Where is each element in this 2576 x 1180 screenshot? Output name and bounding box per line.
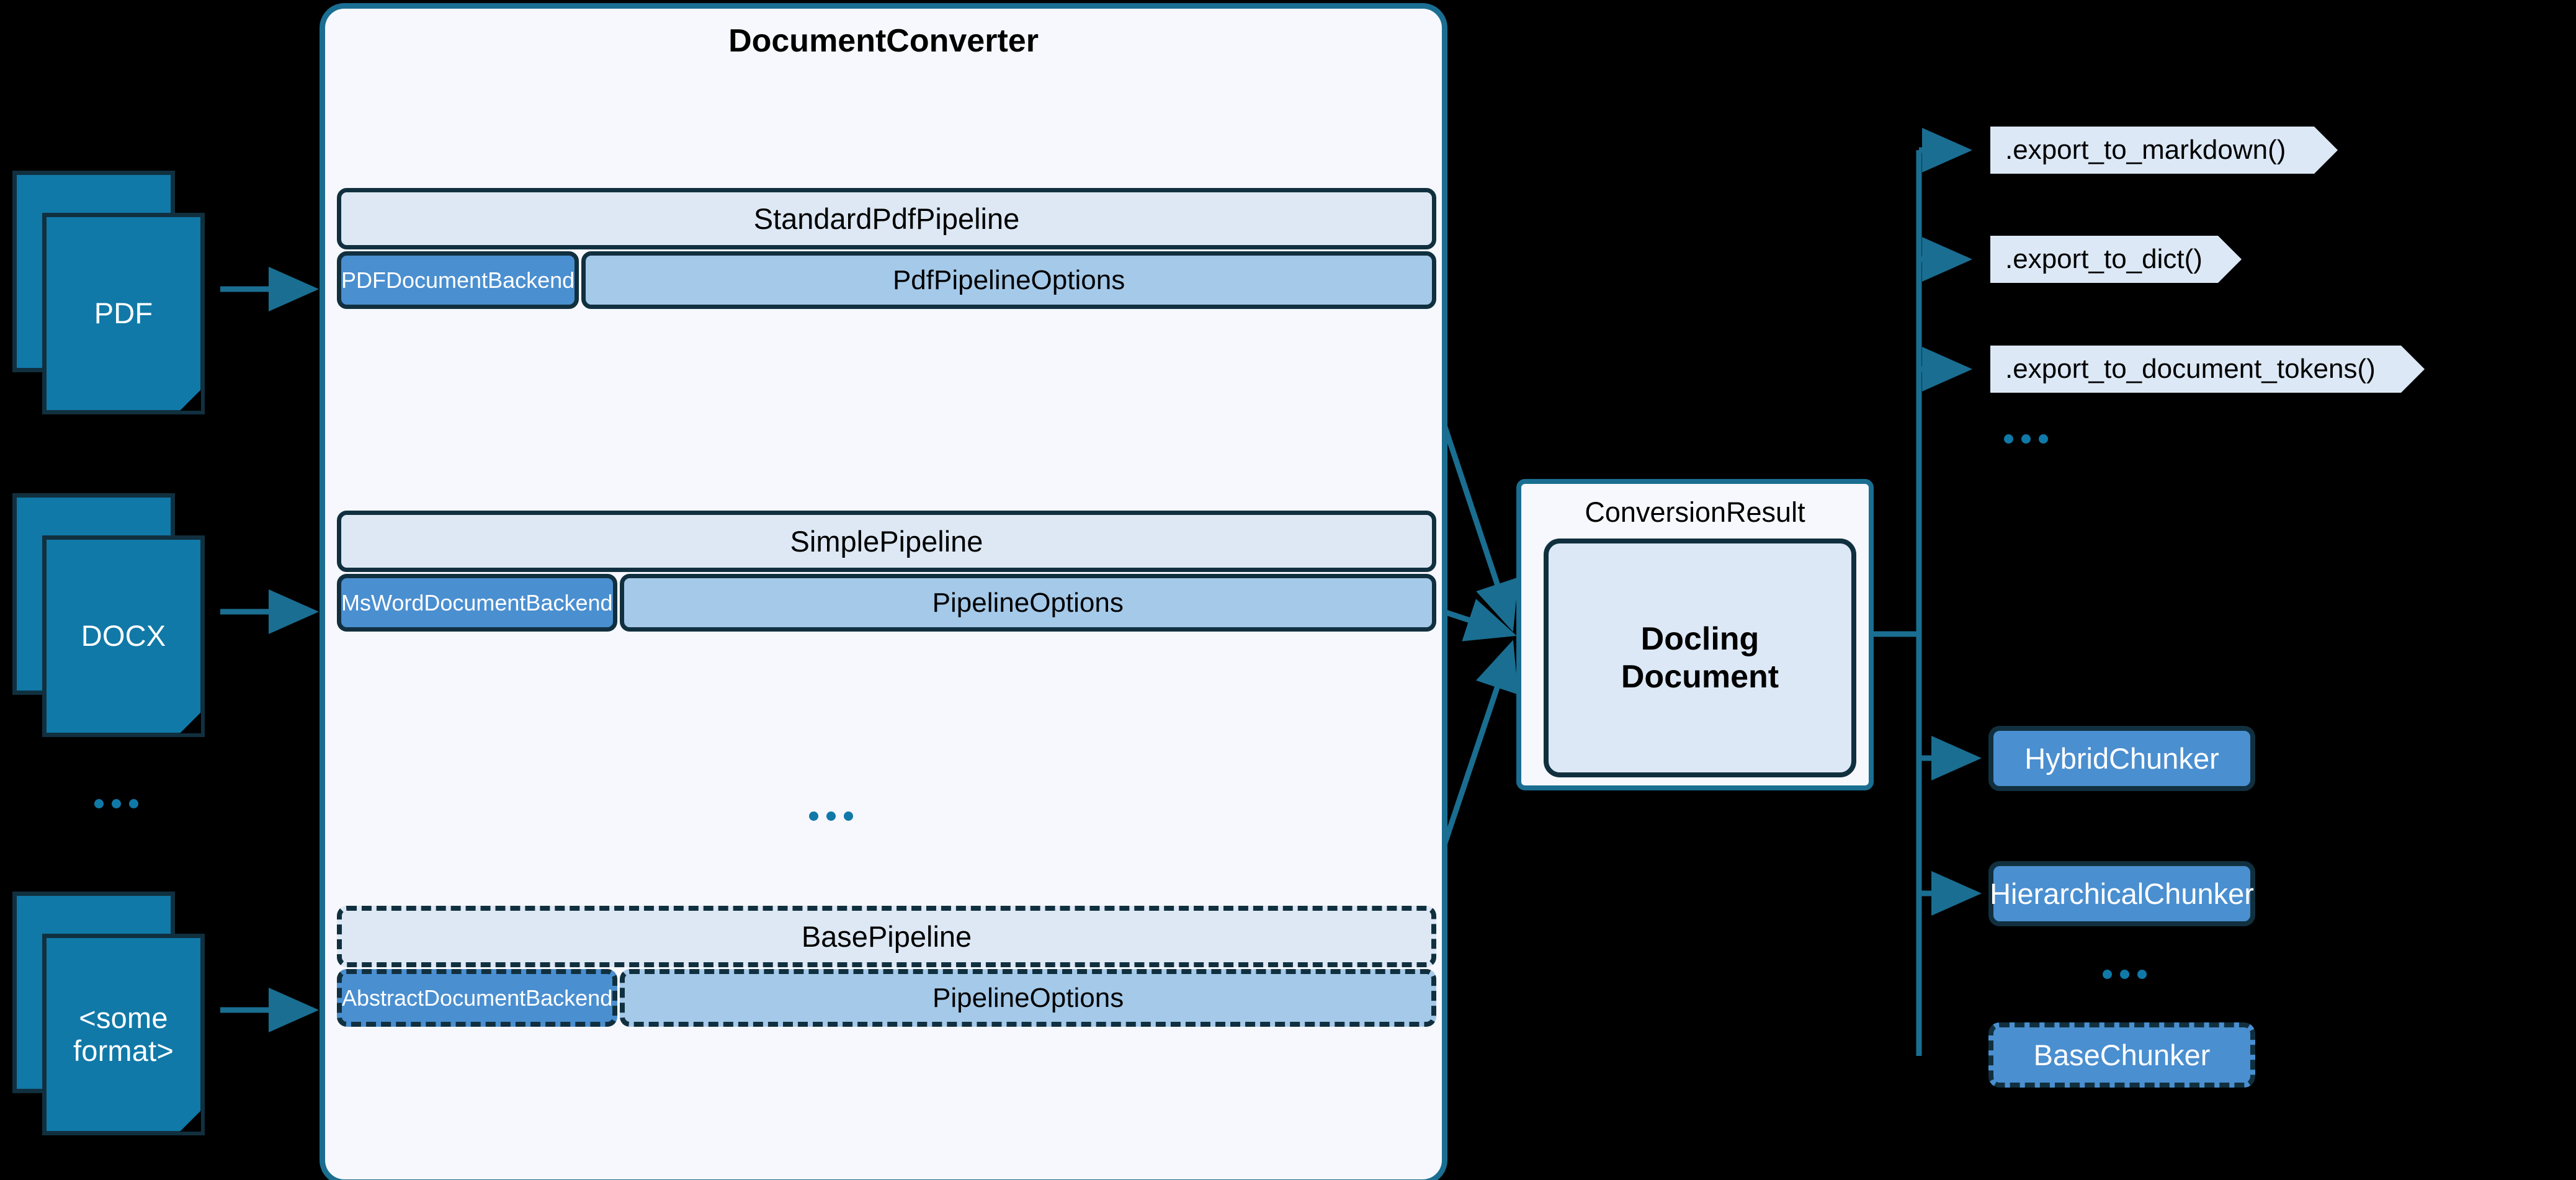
- conversion-result-container: ConversionResult Docling Document: [1516, 479, 1874, 790]
- docling-document-line1: Docling: [1640, 621, 1760, 658]
- pipeline-standardpdfpipeline[interactable]: StandardPdfPipeline PDFDocumentBackend P…: [337, 188, 1436, 309]
- dot-3: [2137, 970, 2147, 979]
- export-to-dict-button[interactable]: .export_to_dict(): [1990, 236, 2242, 283]
- input-icon-docx[interactable]: DOCX: [12, 493, 223, 741]
- dot-2: [112, 799, 121, 808]
- export-to-markdown-button[interactable]: .export_to_markdown(): [1990, 127, 2338, 174]
- exports-ellipsis: [2004, 434, 2048, 444]
- pipeline-header-basepipeline[interactable]: BasePipeline: [337, 906, 1436, 967]
- backend-msworddocumentbackend[interactable]: MsWordDocumentBackend: [337, 574, 617, 632]
- pipeline-ellipsis: [809, 811, 853, 821]
- options-pipelineoptions[interactable]: PipelineOptions: [619, 574, 1436, 632]
- export-to-document-tokens-button[interactable]: .export_to_document_tokens(): [1990, 346, 2425, 393]
- pipeline-row: MsWordDocumentBackend PipelineOptions: [337, 574, 1436, 632]
- input-icon-some-format[interactable]: <some format>: [12, 892, 223, 1140]
- chunker-basechunker[interactable]: BaseChunker: [1988, 1022, 2255, 1088]
- pipeline-basepipeline[interactable]: BasePipeline AbstractDocumentBackend Pip…: [337, 906, 1436, 1027]
- chunkers-ellipsis: [2103, 970, 2147, 979]
- page-title: DocumentConverter: [728, 23, 1039, 59]
- dot-2: [2120, 970, 2129, 979]
- dot-3: [844, 811, 853, 821]
- pipeline-header-simplepipeline[interactable]: SimplePipeline: [337, 511, 1436, 572]
- page-fold-inner-icon: [180, 1111, 201, 1132]
- dot-1: [94, 799, 104, 808]
- chunker-hierarchicalchunker[interactable]: HierarchicalChunker: [1988, 861, 2255, 926]
- pipeline-row: PDFDocumentBackend PdfPipelineOptions: [337, 251, 1436, 309]
- document-front-sheet: <some format>: [42, 934, 205, 1135]
- dot-2: [2021, 434, 2031, 444]
- docling-document-box[interactable]: Docling Document: [1544, 539, 1856, 777]
- options-pipelineoptions-base[interactable]: PipelineOptions: [620, 969, 1436, 1027]
- backend-abstractdocumentbackend[interactable]: AbstractDocumentBackend: [337, 969, 618, 1027]
- document-converter-container: DocumentConverter StandardPdfPipeline PD…: [320, 3, 1447, 1180]
- options-pdfpipelineoptions[interactable]: PdfPipelineOptions: [581, 251, 1436, 309]
- input-label-pdf: PDF: [94, 297, 153, 330]
- pipeline-row: AbstractDocumentBackend PipelineOptions: [337, 969, 1436, 1027]
- chunker-hybridchunker[interactable]: HybridChunker: [1988, 726, 2255, 791]
- dot-1: [809, 811, 818, 821]
- backend-pdfdocumentbackend[interactable]: PDFDocumentBackend: [337, 251, 579, 309]
- dot-3: [129, 799, 138, 808]
- input-label-docx: DOCX: [81, 619, 166, 653]
- input-icon-pdf[interactable]: PDF: [12, 171, 223, 419]
- input-ellipsis: [94, 799, 138, 808]
- document-front-sheet: DOCX: [42, 535, 205, 737]
- dot-3: [2039, 434, 2048, 444]
- input-label-some-format: <some format>: [73, 1001, 174, 1067]
- pipeline-simplepipeline[interactable]: SimplePipeline MsWordDocumentBackend Pip…: [337, 511, 1436, 632]
- document-front-sheet: PDF: [42, 213, 205, 414]
- dot-1: [2004, 434, 2013, 444]
- dot-1: [2103, 970, 2112, 979]
- pipeline-header-standardpdfpipeline[interactable]: StandardPdfPipeline: [337, 188, 1436, 249]
- conversion-result-title: ConversionResult: [1585, 496, 1805, 528]
- docling-document-line2: Document: [1621, 658, 1779, 695]
- page-fold-inner-icon: [180, 390, 201, 411]
- page-fold-inner-icon: [180, 712, 201, 733]
- dot-2: [826, 811, 836, 821]
